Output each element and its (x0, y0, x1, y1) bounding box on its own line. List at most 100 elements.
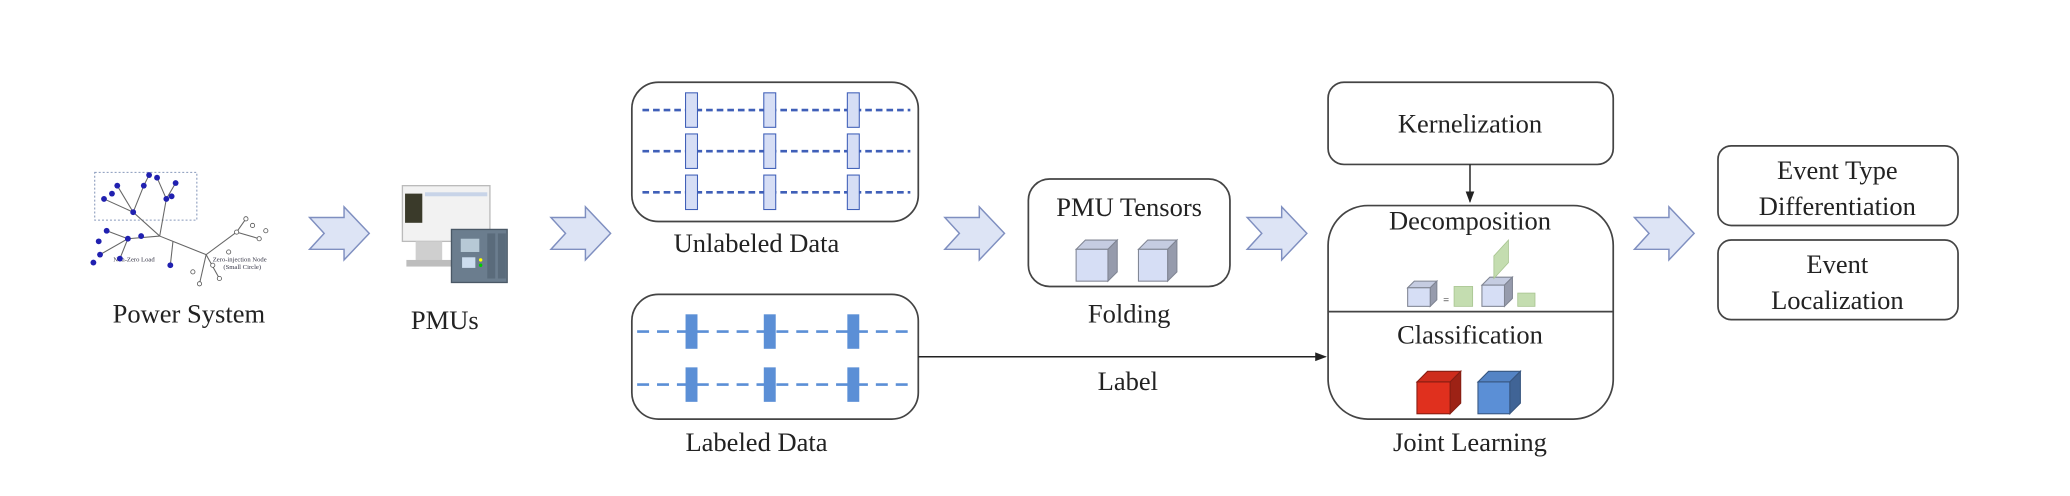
flow-arrow (307, 205, 371, 262)
window-marker (763, 367, 776, 402)
cube-front (1477, 381, 1511, 415)
pmu-device-graphic (401, 185, 508, 284)
feeder-line (236, 231, 260, 240)
zero-injection-node (243, 216, 249, 222)
zero-injection-node (190, 269, 196, 275)
cube-front (1137, 248, 1169, 282)
tensor-cube (1137, 238, 1179, 283)
tensor-cube (1074, 238, 1119, 283)
zero-injection-node (226, 249, 232, 255)
annotation-load: Non-Zero Load (113, 256, 155, 263)
feeder-line (103, 198, 134, 213)
zero-injection-node (256, 236, 262, 242)
unlabeled-data-label: Unlabeled Data (674, 228, 840, 258)
cube-front (1416, 381, 1451, 415)
feeder-line (116, 185, 134, 213)
zero-injection-node (234, 229, 240, 235)
feeder-line (132, 185, 145, 213)
window-marker (685, 314, 698, 349)
flow-arrow (943, 205, 1006, 262)
flow-arrow (549, 205, 612, 262)
feeder-line (99, 238, 129, 256)
tensor-cubes (1074, 238, 1179, 283)
decomposition-graphic: = (1406, 239, 1536, 308)
cube-front (1481, 284, 1506, 307)
class-cube-red (1415, 370, 1462, 416)
power-system-graphic: Non-Zero Load Zero-injection Node (Small… (90, 171, 269, 287)
load-node (95, 238, 102, 245)
class-cube-blue (1476, 370, 1522, 416)
event-localization-line2: Localization (1771, 285, 1904, 315)
feeder-line (132, 211, 161, 237)
load-node (154, 174, 160, 181)
annotation-node-sub: (Small Circle) (223, 264, 261, 271)
feeder-line (127, 235, 160, 240)
load-node (138, 233, 145, 239)
window-marker (847, 367, 860, 402)
window-marker (846, 174, 860, 211)
load-node (90, 259, 97, 266)
load-node (117, 255, 123, 262)
feeder-line (119, 238, 129, 259)
factor-matrix (1493, 239, 1509, 280)
window-marker (846, 133, 860, 169)
flow-arrow (1245, 205, 1308, 262)
decomposition-label: Decomposition (1389, 205, 1551, 235)
window-marker (763, 174, 777, 211)
pmu-tensors-title: PMU Tensors (1056, 192, 1202, 222)
load-node (146, 172, 153, 178)
factor-matrix (1453, 286, 1474, 307)
load-node (103, 227, 110, 234)
window-marker (685, 92, 699, 128)
pmus-label: PMUs (411, 305, 479, 335)
window-marker (847, 314, 860, 349)
feeder-line (236, 218, 247, 233)
load-node (124, 235, 131, 242)
window-marker (685, 133, 699, 169)
feeder-line (198, 254, 207, 284)
cube-front (1407, 287, 1431, 307)
flow-arrow (1632, 205, 1696, 262)
zero-injection-node (250, 222, 256, 228)
power-system-label: Power System (113, 298, 266, 328)
load-node (97, 251, 103, 258)
load-node (167, 262, 174, 269)
window-marker (763, 133, 777, 169)
window-marker (763, 314, 776, 349)
zero-injection-node (216, 275, 222, 282)
kernelization-label: Kernelization (1398, 109, 1542, 139)
load-node (168, 193, 175, 200)
tensor-cube (1406, 279, 1439, 308)
load-node (172, 180, 179, 186)
zero-injection-node (210, 262, 216, 268)
cube-front (1075, 248, 1109, 282)
feeder-line (172, 240, 207, 256)
equals-sign: = (1443, 296, 1449, 307)
classification-cubes (1415, 370, 1522, 416)
event-type-line1: Event Type (1777, 155, 1898, 185)
folding-label: Folding (1088, 298, 1171, 328)
event-localization-box (1717, 239, 1959, 321)
load-node (114, 182, 121, 189)
label-edge-text: Label (1098, 366, 1158, 396)
factor-matrix (1517, 292, 1536, 307)
highlight-region (94, 171, 198, 221)
annotation-node: Zero-injection Node (213, 256, 267, 263)
load-node (109, 190, 115, 197)
feeder-line (205, 231, 237, 256)
window-marker (846, 92, 860, 128)
load-node (130, 209, 137, 216)
unlabeled-data-series (642, 92, 911, 211)
event-type-line2: Differentiation (1759, 191, 1916, 221)
load-node (101, 196, 107, 202)
classification-label: Classification (1397, 319, 1543, 349)
feeder-line (159, 198, 167, 237)
labeled-data-series (637, 314, 911, 402)
feeder-line (165, 182, 177, 200)
window-marker (685, 174, 699, 211)
zero-injection-node (196, 281, 203, 287)
load-node (140, 182, 147, 189)
feeder-line (106, 230, 129, 240)
event-localization-line1: Event (1806, 249, 1868, 279)
zero-injection-node (263, 228, 269, 234)
